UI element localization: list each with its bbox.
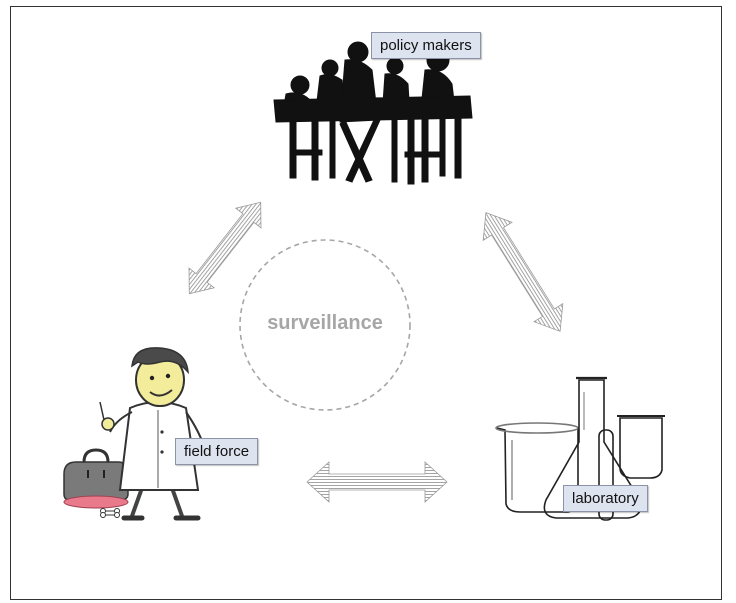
arrow-policy-lab <box>482 212 564 332</box>
lab-glassware-icon <box>495 376 665 521</box>
field-force-label: field force <box>175 438 259 465</box>
arrow-field-lab <box>306 461 448 503</box>
arrow-field-policy <box>188 201 262 295</box>
veterinarian-icon <box>63 347 212 521</box>
policy-makers-label: policy makers <box>371 32 481 59</box>
surveillance-label: surveillance <box>267 312 383 334</box>
laboratory-label: laboratory <box>563 485 648 512</box>
surveillance-circle <box>239 239 411 411</box>
meeting-table-icon <box>273 41 473 185</box>
